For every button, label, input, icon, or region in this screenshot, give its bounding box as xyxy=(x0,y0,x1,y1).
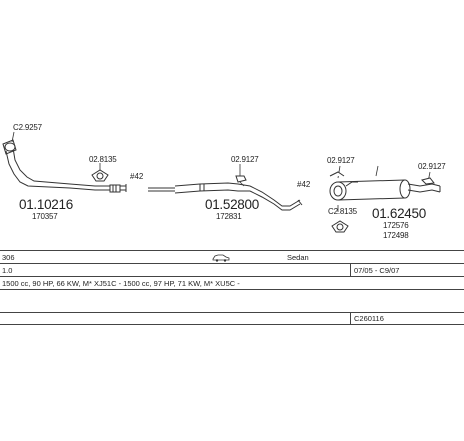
table-divider xyxy=(0,312,464,313)
front-clamp-icon xyxy=(91,169,109,182)
rear-bottom-clamp-icon xyxy=(331,205,349,233)
table-divider xyxy=(0,324,464,325)
table-divider xyxy=(0,289,464,290)
front-pipe xyxy=(2,139,127,193)
table-divider xyxy=(0,276,464,277)
clamp-label-rear-mid-top: 02.9127 xyxy=(327,156,355,165)
table-divider xyxy=(0,250,464,251)
part-ref-rear-1: 172576 xyxy=(383,221,409,230)
car-side-icon xyxy=(212,253,230,264)
part-ref-middle: 172831 xyxy=(216,212,242,221)
vehicle-years: 07/05 - C9/07 xyxy=(354,266,400,275)
table-column-divider xyxy=(350,312,351,324)
vehicle-body-type: Sedan xyxy=(287,253,309,262)
part-ref-rear-2: 172498 xyxy=(383,231,409,240)
part-ref-front: 170357 xyxy=(32,212,58,221)
vehicle-engine: 1.0 xyxy=(2,266,13,275)
rear-clamp-icon-2 xyxy=(375,165,379,177)
exhaust-system-drawing xyxy=(2,131,441,233)
table-divider xyxy=(0,263,464,264)
vehicle-model: 306 xyxy=(2,253,15,262)
clamp-label-rear-right-top: 02.9127 xyxy=(418,162,446,171)
clamp-label-front-mid: 02.8135 xyxy=(89,155,117,164)
diameter-label-1: #42 xyxy=(130,172,144,181)
part-number-rear: 01.62450 xyxy=(372,206,426,221)
vehicle-engine-details: 1500 cc, 90 HP, 66 KW, M* XJ51C - 1500 c… xyxy=(2,279,240,288)
table-column-divider xyxy=(350,263,351,276)
rear-clamp-icon-1 xyxy=(329,165,345,179)
part-number-front: 01.10216 xyxy=(19,197,73,212)
rear-clamp-icon-3 xyxy=(421,171,435,185)
middle-clamp-icon xyxy=(235,164,247,187)
middle-pipe xyxy=(148,182,303,211)
clamp-label-front-top: C2.9257 xyxy=(13,123,42,132)
part-number-middle: 01.52800 xyxy=(205,197,259,212)
clamp-label-middle-top: 02.9127 xyxy=(231,155,259,164)
catalog-code: C260116 xyxy=(354,314,384,323)
rear-muffler xyxy=(329,179,441,201)
diameter-label-2: #42 xyxy=(297,180,311,189)
exhaust-diagram: C2.9257 02.8135 02.9127 02.9127 02.9127 … xyxy=(2,123,446,240)
clamp-label-rear-bottom: C2.8135 xyxy=(328,207,357,216)
